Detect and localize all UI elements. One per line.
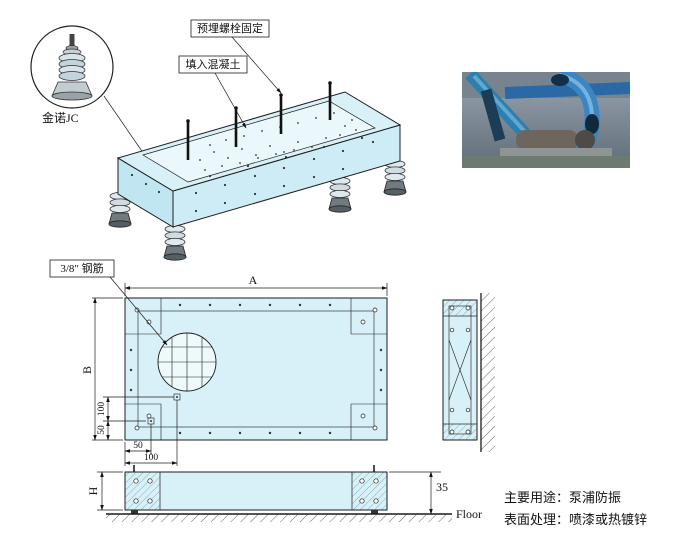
plan-corner-plates xyxy=(125,298,387,440)
isolator-bolt xyxy=(69,34,75,47)
dim-width-A: A xyxy=(124,273,388,296)
dim-bottom-small: 50 100 xyxy=(124,400,178,466)
anchor-bolt-heads xyxy=(186,81,332,123)
rebar-detail xyxy=(157,332,217,392)
plan-outer-frame xyxy=(124,297,388,441)
dim-depth-label: B xyxy=(80,366,94,374)
dim-left-lower-label: 50 xyxy=(97,425,107,435)
floor-section: Floor xyxy=(106,507,482,522)
floor-label: Floor xyxy=(456,507,482,521)
elevation-foot-left xyxy=(131,510,138,514)
wall-section xyxy=(480,293,495,452)
note-usage: 主要用途：泵浦防振 xyxy=(504,490,621,505)
rebar-callout-box xyxy=(49,259,115,278)
callout-anchor-leader xyxy=(231,36,282,94)
callout-anchor-bolt: 预埋螺栓固定 xyxy=(190,19,282,94)
callout-concrete-leader xyxy=(214,72,247,129)
rebar-callout: 3/8" 钢筋 xyxy=(49,259,168,346)
photo-inertia-base xyxy=(462,148,630,168)
dim-bottom-inner-label: 50 xyxy=(133,441,143,451)
rebar-callout-leader xyxy=(109,276,168,346)
floor-hatch xyxy=(106,514,452,522)
dim-clearance-label: 35 xyxy=(436,480,448,494)
spring-isolator-drawing xyxy=(51,34,93,101)
plan-inner-frame xyxy=(137,310,375,428)
installation-photo xyxy=(462,72,630,168)
detail-leader-line xyxy=(103,95,149,161)
plan-view: 3/8" 钢筋 A B 100 50 xyxy=(49,259,388,466)
elevation-foot-right xyxy=(371,510,378,514)
dim-left-upper-label: 100 xyxy=(97,402,107,417)
elevation-body xyxy=(124,471,388,511)
isolator-detail-view: 金诺JC xyxy=(30,25,149,161)
notes-block: 主要用途：泵浦防振 表面处理：喷漆或热镀锌 xyxy=(504,490,647,527)
isometric-view: 预埋螺栓固定 填入混凝土 xyxy=(108,19,407,261)
detail-label: 金诺JC xyxy=(42,110,79,125)
photo-pump xyxy=(516,130,595,150)
dim-width-label: A xyxy=(249,273,258,287)
iso-concrete-infill xyxy=(142,100,376,183)
rebar-grid xyxy=(158,333,216,391)
side-view xyxy=(442,299,478,441)
dim-left-small: 100 50 xyxy=(97,396,174,441)
elevation-view: H 35 xyxy=(86,465,448,515)
wall-hatch xyxy=(481,293,495,452)
callout-anchor-label: 预埋螺栓固定 xyxy=(197,21,263,35)
concrete-dots xyxy=(199,112,357,171)
dim-bottom-outer-label: 100 xyxy=(144,453,159,463)
note-finish: 表面处理：喷漆或热镀锌 xyxy=(504,512,647,527)
dim-height-label: H xyxy=(86,486,100,495)
rivet-dots xyxy=(130,136,375,213)
callout-concrete-box xyxy=(178,55,248,74)
dim-clearance-35: 35 xyxy=(389,471,448,515)
isolator-base xyxy=(51,91,93,101)
plan-rim-holes xyxy=(129,303,383,435)
callout-concrete: 填入混凝土 xyxy=(178,55,248,129)
rebar-callout-label: 3/8" 钢筋 xyxy=(60,261,103,275)
dim-depth-B: B xyxy=(80,297,123,441)
anchor-bolts xyxy=(186,84,332,160)
callout-anchor-box xyxy=(190,19,270,38)
dim-height-H: H xyxy=(86,471,123,511)
callout-concrete-label: 填入混凝土 xyxy=(186,57,241,71)
